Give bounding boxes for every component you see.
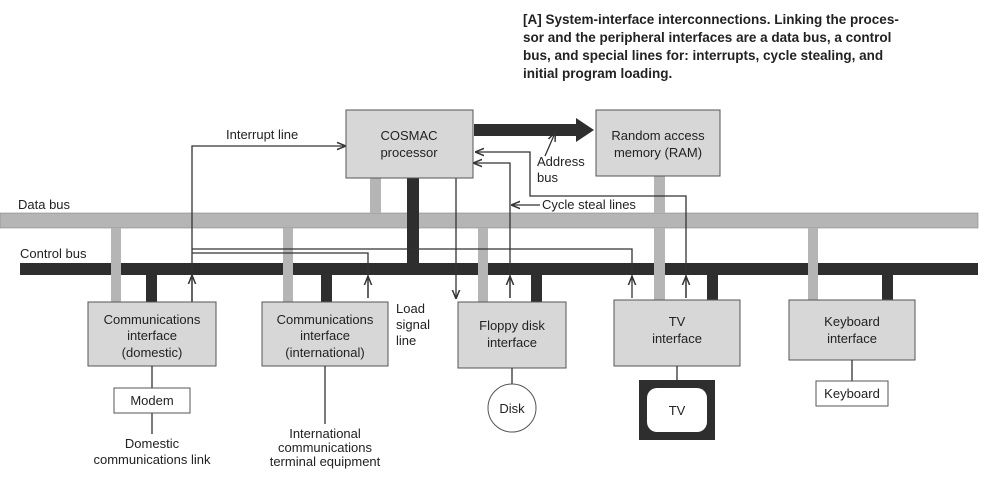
address-bus-pointer [544, 133, 555, 157]
ram-label-2: memory (RAM) [614, 145, 702, 160]
interrupt-feed-line [192, 248, 633, 276]
control-bus-connectors [146, 178, 893, 302]
load-label-2: signal [396, 317, 430, 332]
comm-international-label-1: Communications [277, 312, 374, 327]
disk-device [487, 383, 537, 433]
processor-label-1: COSMAC [380, 128, 437, 143]
address-bus-label-2: bus [537, 170, 558, 185]
modem-label: Modem [130, 393, 173, 408]
control-bus [20, 263, 978, 275]
keyboard-interface-block [788, 299, 916, 361]
cycle-steal-line-tv [476, 152, 687, 298]
tv-interface-label-2: interface [652, 331, 702, 346]
control-bus-label: Control bus [20, 246, 87, 261]
processor-block [345, 109, 474, 179]
international-terminal-label-3: terminal equipment [270, 454, 381, 469]
comm-domestic-label-2: interface [127, 328, 177, 343]
floppy-label-1: Floppy disk [479, 318, 545, 333]
international-terminal-label-1: International [289, 426, 361, 441]
ram-block [595, 109, 721, 177]
processor-label-2: processor [380, 145, 438, 160]
interrupt-line [191, 146, 345, 302]
data-bus-label: Data bus [18, 197, 71, 212]
interrupt-line-label: Interrupt line [226, 127, 298, 142]
tv-screen [647, 388, 707, 432]
keyboard-device [815, 380, 889, 407]
keyboard-interface-label-1: Keyboard [824, 314, 880, 329]
load-label-3: line [396, 333, 416, 348]
ram-label-1: Random access [611, 128, 705, 143]
caption-line-4: initial program loading. [523, 66, 672, 81]
data-bus-connectors [111, 176, 818, 302]
caption-line-2: sor and the peripheral interfaces are a … [523, 30, 891, 45]
tv-label: TV [669, 403, 686, 418]
comm-international-label-2: interface [300, 328, 350, 343]
address-bus-label-1: Address [537, 154, 585, 169]
caption-line-3: bus, and special lines for: interrupts, … [523, 48, 883, 63]
keyboard-interface-label-2: interface [827, 331, 877, 346]
interrupt-international-line [192, 252, 369, 298]
data-bus [0, 212, 979, 229]
modem-device [113, 387, 191, 414]
comm-domestic-label-3: (domestic) [122, 345, 183, 360]
disk-label: Disk [499, 401, 525, 416]
processor-ram-data-arrow [474, 118, 594, 142]
comm-domestic-label-1: Communications [104, 312, 201, 327]
cycle-steal-line-floppy [474, 163, 511, 298]
floppy-label-2: interface [487, 335, 537, 350]
cycle-steal-label: Cycle steal lines [542, 197, 636, 212]
domestic-link-label-1: Domestic [125, 436, 180, 451]
domestic-link-label-2: communications link [93, 452, 211, 467]
tv-interface-label-1: TV [669, 314, 686, 329]
load-label-1: Load [396, 301, 425, 316]
caption-line-1: [A] System-interface interconnections. L… [523, 12, 899, 27]
keyboard-label: Keyboard [824, 386, 880, 401]
international-terminal-label-2: communications [278, 440, 372, 455]
comm-international-label-3: (international) [285, 345, 365, 360]
